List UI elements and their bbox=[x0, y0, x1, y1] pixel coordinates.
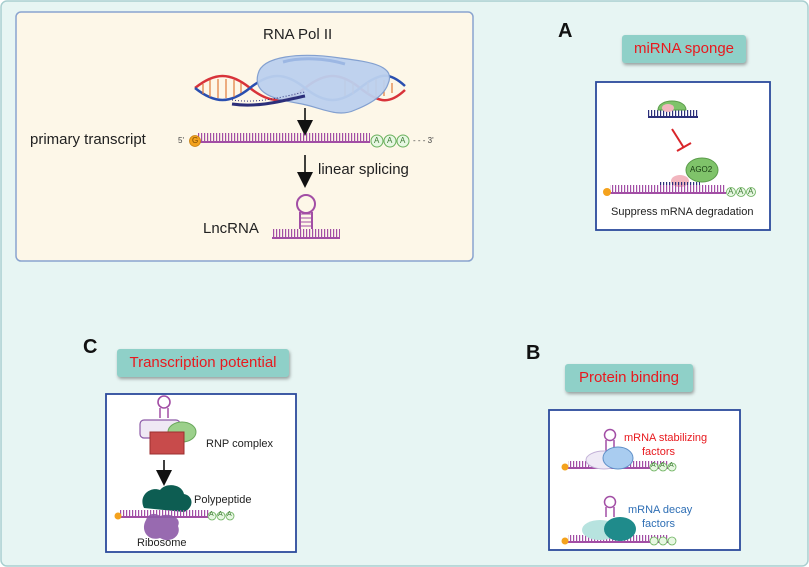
cap-letter: G bbox=[192, 136, 199, 145]
stabilizing-complex-icon bbox=[561, 428, 677, 472]
polya-a1-letter: A bbox=[374, 136, 380, 145]
panel-c-polya-3: A bbox=[227, 511, 232, 518]
lncrna-label: LncRNA bbox=[203, 220, 259, 237]
decay-complex-icon bbox=[561, 495, 677, 546]
panel-c-title: Transcription potential bbox=[117, 349, 289, 377]
decay-label-line2: factors bbox=[642, 518, 676, 530]
lncrna-hairpin-icon bbox=[272, 194, 340, 239]
rnp-complex-icon bbox=[139, 395, 197, 455]
primary-transcript-label: primary transcript bbox=[30, 131, 146, 148]
polypeptide-label: Polypeptide bbox=[194, 494, 252, 506]
five-prime-label: 5' bbox=[178, 136, 184, 145]
panel-c-polya-1: A bbox=[209, 511, 214, 518]
panel-c-letter: C bbox=[83, 336, 98, 358]
ribosome-icon bbox=[114, 485, 235, 541]
panel-a-letter: A bbox=[558, 20, 573, 42]
panel-b-polya-1: A bbox=[651, 462, 656, 469]
polya-a3 bbox=[396, 134, 410, 148]
inhibition-icon bbox=[671, 128, 692, 152]
panel-c-box bbox=[105, 393, 297, 553]
three-prime-tail: - - - 3' bbox=[413, 136, 434, 145]
panel-b-polya-3: A bbox=[669, 462, 674, 469]
primary-transcript-strand bbox=[189, 133, 410, 148]
polya-a2-letter: A bbox=[387, 136, 393, 145]
panel-a-polya-2: A bbox=[738, 187, 744, 196]
panel-a-polya-3: A bbox=[748, 187, 754, 196]
mirna-complex-icon bbox=[648, 100, 698, 118]
panel-b-box bbox=[548, 409, 741, 551]
panel-c-polya-2: A bbox=[218, 511, 223, 518]
panel-a-caption: Suppress mRNA degradation bbox=[611, 206, 754, 218]
polya-a1 bbox=[370, 134, 384, 148]
decay-label-line1: mRNA decay bbox=[628, 504, 693, 516]
panel-b-polya-2: A bbox=[660, 462, 665, 469]
mrna-strand-a bbox=[603, 182, 756, 197]
stabilizing-label-line2: factors bbox=[642, 446, 676, 458]
polya-a3-letter: A bbox=[400, 136, 406, 145]
panel-b-letter: B bbox=[526, 342, 541, 364]
ago2-label: AGO2 bbox=[690, 165, 713, 174]
linear-splicing-label: linear splicing bbox=[318, 161, 409, 178]
cap-icon bbox=[189, 135, 201, 147]
panel-a-title: miRNA sponge bbox=[622, 35, 746, 63]
rnp-complex-label: RNP complex bbox=[206, 438, 274, 450]
nascent-rna bbox=[231, 94, 306, 107]
stabilizing-label-line1: mRNA stabilizing bbox=[624, 432, 708, 444]
rna-pol-label: RNA Pol II bbox=[263, 26, 333, 43]
ribosome-label: Ribosome bbox=[137, 537, 187, 549]
panel-b-title: Protein binding bbox=[565, 364, 693, 392]
polya-a2 bbox=[383, 134, 397, 148]
panel-a-polya-1: A bbox=[728, 187, 734, 196]
